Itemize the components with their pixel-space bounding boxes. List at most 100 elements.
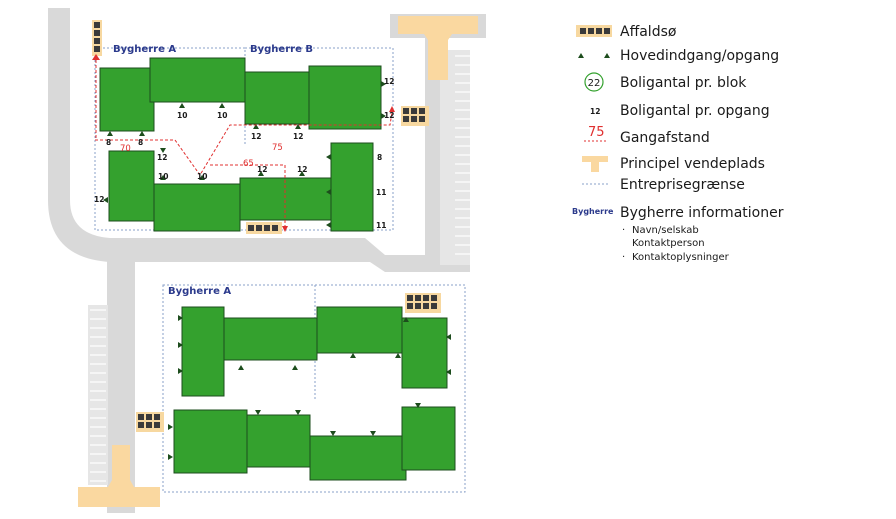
turnaround-icon [582, 156, 608, 172]
waste-bin [419, 108, 425, 114]
entrance-arrow-icon [446, 369, 451, 375]
building-a1 [99, 67, 155, 132]
entrance-count-labels: 10 10 12 12 8 8 12 12 12 10 10 12 12 8 1… [94, 77, 394, 230]
count-mid-1: 12 [157, 153, 167, 162]
client-info-contact: Kontaktperson [632, 238, 705, 249]
entrance-arrow-icon [446, 334, 451, 340]
entrance-arrow-icon [253, 124, 259, 129]
waste-bin [94, 38, 100, 44]
entrance-arrow-icon [139, 131, 145, 136]
entrance-arrow-icon [295, 124, 301, 129]
count-mid-4: 12 [257, 165, 267, 174]
legend: Affaldsø Hovedindgang/opgang 22 Boligant… [572, 24, 784, 263]
entrance-arrow-icon [255, 410, 261, 415]
walk-arrow-right [389, 106, 395, 112]
legend-label-entrance: Hovedindgang/opgang [620, 48, 779, 64]
waste-bin [403, 116, 409, 122]
parking-strip-left [88, 305, 108, 485]
count-north-2: 10 [217, 111, 227, 120]
building-c4 [330, 142, 374, 232]
count-north-3: 12 [251, 132, 261, 141]
count-east-1: 12 [384, 77, 394, 86]
turnaround-top-right [398, 16, 478, 80]
client-label-top-left: Bygherre A [113, 44, 176, 55]
entrance-arrow-icon [381, 81, 386, 87]
waste-islands [92, 20, 441, 432]
entrance-arrow-icon [168, 424, 173, 430]
client-label-top-right: Bygherre B [250, 44, 313, 55]
entrance-arrow-icon [292, 365, 298, 370]
count-mid-5: 12 [297, 165, 307, 174]
building-d4 [401, 317, 448, 389]
count-mid-2: 10 [158, 172, 168, 181]
entrance-arrow-icon [370, 431, 376, 436]
count-north-4: 12 [293, 132, 303, 141]
walk-arrow-top [92, 54, 100, 60]
entrance-arrow-icon [326, 222, 331, 228]
legend-label-boundary: Entreprisegrænse [620, 177, 745, 193]
building-b2 [308, 65, 382, 130]
entrance-count-icon: 12 [590, 107, 600, 116]
building-d3 [316, 306, 403, 354]
entrance-arrow-icon [160, 175, 166, 180]
walking-distance-icon: 75 [584, 125, 608, 142]
entrance-arrow-icon [219, 103, 225, 108]
distance-label-70: 70 [120, 144, 131, 154]
entrance-arrow-icon [178, 315, 183, 321]
turnaround-bottom-left [78, 445, 160, 507]
entrance-arrow-icon [178, 342, 183, 348]
svg-text:Bygherre: Bygherre [572, 207, 614, 216]
waste-bin [272, 225, 278, 231]
waste-bin [138, 422, 144, 428]
waste-bin [411, 116, 417, 122]
count-north-1: 10 [177, 111, 187, 120]
waste-bin [154, 414, 160, 420]
client-info-details: Kontaktoplysninger [632, 252, 730, 263]
entrance-arrow-icon [415, 403, 421, 408]
waste-bin [94, 46, 100, 52]
waste-bin [94, 22, 100, 28]
building-c3 [239, 177, 332, 221]
turnaround-shape [398, 16, 478, 80]
legend-label-waste: Affaldsø [620, 24, 677, 40]
waste-bin [256, 225, 262, 231]
count-west-low: 12 [94, 195, 104, 204]
waste-bin [154, 422, 160, 428]
entrance-arrow-icon [199, 175, 205, 180]
building-c1 [108, 150, 155, 222]
entrance-arrow-icon [326, 189, 331, 195]
parking-stripes [90, 55, 470, 482]
building-a2 [149, 57, 246, 103]
entrance-arrow-icon [107, 131, 113, 136]
waste-bin [264, 225, 270, 231]
waste-bin [94, 30, 100, 36]
entrance-arrow-icon [395, 353, 401, 358]
entrance-arrow-icon [295, 410, 301, 415]
entrance-arrow-icon [403, 317, 409, 322]
count-tower-3: 11 [376, 221, 386, 230]
walk-path-70 [95, 111, 393, 176]
waste-bin [411, 108, 417, 114]
waste-bin [146, 422, 152, 428]
count-west-2: 8 [138, 138, 143, 147]
entrance-arrow-icon [179, 103, 185, 108]
entrance-arrow-icon [578, 53, 610, 58]
waste-island-icon [576, 25, 612, 37]
waste-bin [138, 414, 144, 420]
walk-arrowheads [92, 54, 395, 232]
client-labels: Bygherre A Bygherre B Bygherre A [113, 44, 313, 297]
waste-bin [403, 108, 409, 114]
distance-label-75: 75 [272, 143, 283, 153]
count-mid-3: 10 [197, 172, 207, 181]
buildings [99, 57, 456, 481]
client-info-name: Navn/selskab [632, 225, 699, 236]
legend-label-walking: Gangafstand [620, 130, 710, 146]
parking-strip-right [440, 50, 470, 265]
legend-label-client: Bygherre informationer [620, 205, 784, 221]
entrance-arrow-icon [160, 148, 166, 153]
legend-label-unit-count: Boligantal pr. blok [620, 75, 747, 91]
building-d1 [181, 306, 225, 397]
count-tower-2: 11 [376, 188, 386, 197]
building-d2 [223, 317, 318, 361]
